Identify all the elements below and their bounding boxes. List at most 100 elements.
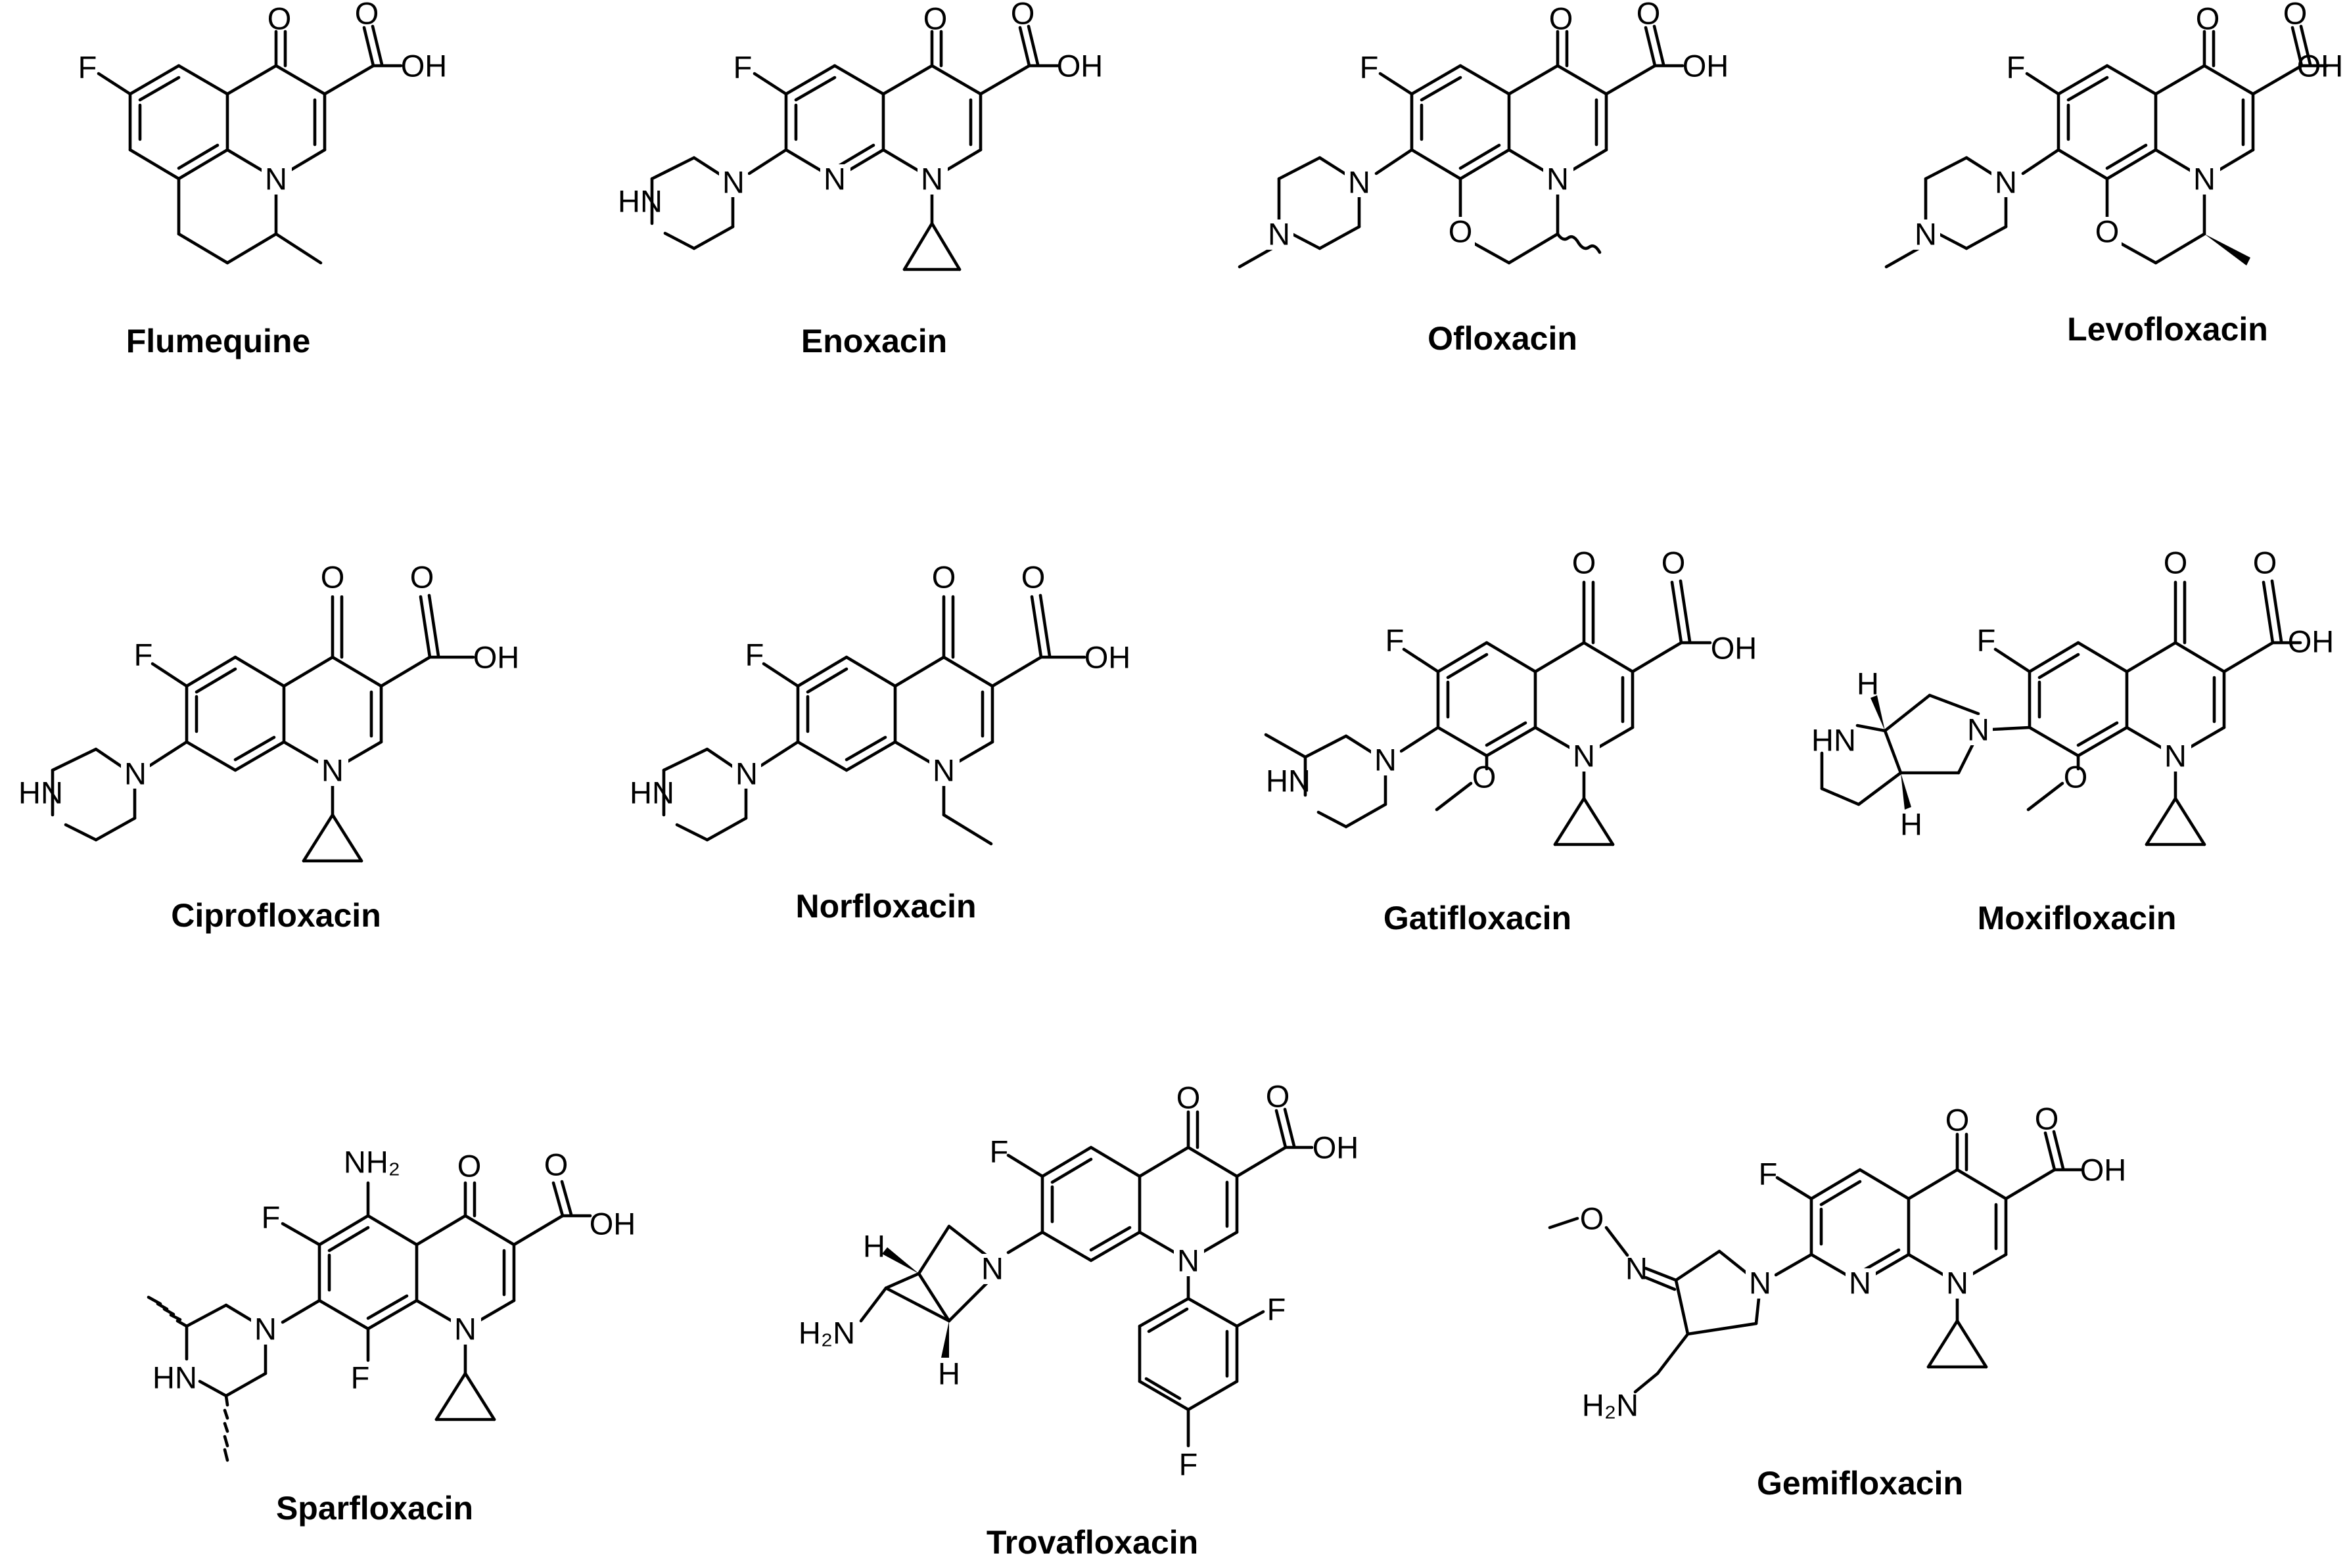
atom-label: H₂N <box>1582 1388 1638 1423</box>
atom-label: N <box>1967 712 1989 747</box>
atom-label: N <box>2164 739 2187 773</box>
molecule-gemifloxacin: N N N N O H₂N F O O OH Gemifloxacin <box>1548 1101 2127 1502</box>
atom-label: F <box>1267 1292 1286 1327</box>
atom-label: O <box>1580 1201 1604 1236</box>
atom-label: N <box>265 162 287 196</box>
atom-label: N <box>824 162 846 196</box>
atom-label: OH <box>2297 49 2344 83</box>
molecule-name: Ofloxacin <box>1428 320 1577 357</box>
atom-label: O <box>1637 0 1661 31</box>
atom-label: O <box>2064 760 2088 795</box>
molecule-name: Levofloxacin <box>2067 311 2268 348</box>
atom-label: N <box>1268 217 1290 252</box>
atom-label: O <box>355 0 379 31</box>
atom-label: H <box>1857 666 1879 701</box>
atom-label: O <box>2253 545 2277 580</box>
molecule-ciprofloxacin: O O OH F N N HN Ciprofloxacin <box>18 560 519 934</box>
atom-label: HN <box>152 1360 197 1395</box>
molecule-name: Flumequine <box>126 323 311 359</box>
atom-label: N <box>124 756 147 791</box>
atom-label: N <box>921 162 943 196</box>
atom-label: N <box>1849 1266 1871 1301</box>
atom-label: F <box>2007 50 2026 85</box>
atom-label: O <box>923 1 948 36</box>
atom-label: N <box>1177 1243 1199 1278</box>
molecule-name: Norfloxacin <box>795 888 976 925</box>
molecule-name: Ciprofloxacin <box>171 897 381 934</box>
atom-label: F <box>745 637 764 672</box>
atom-label: N <box>1946 1266 1968 1301</box>
atom-label: N <box>1546 162 1569 196</box>
atom-label: F <box>1179 1447 1198 1482</box>
atom-label: O <box>1176 1080 1201 1115</box>
atom-label: F <box>990 1134 1009 1169</box>
atom-label: N <box>321 753 344 788</box>
molecule-enoxacin: N N N HN O O OH F Enoxacin <box>618 0 1103 359</box>
atom-label: N <box>981 1251 1004 1286</box>
molecule-sparfloxacin: N N HN NH₂ F F O O OH Sparfloxacin <box>147 1145 636 1527</box>
atom-label: O <box>321 560 345 595</box>
atom-label: O <box>932 560 956 595</box>
atom-label: O <box>1021 560 1046 595</box>
atom-label: H₂N <box>799 1316 855 1350</box>
atom-label: F <box>733 50 753 85</box>
atom-label: N <box>1625 1251 1648 1286</box>
atom-label: N <box>1995 165 2017 200</box>
atom-label: HN <box>1811 723 1856 758</box>
atom-label: F <box>1977 623 1996 658</box>
atom-label: OH <box>1683 49 1729 83</box>
structure-gatifloxacin: N N HN O O O OH F <box>1264 545 1757 846</box>
atom-label: H <box>863 1229 885 1264</box>
atom-label: O <box>267 1 292 36</box>
atom-label: OH <box>590 1207 636 1241</box>
atom-label: O <box>2283 0 2308 31</box>
atom-label: O <box>2095 214 2120 249</box>
structure-trovafloxacin: N N H H H₂N F F F O O OH <box>799 1079 1359 1482</box>
atom-label: N <box>1749 1266 1771 1301</box>
atom-label: OH <box>1711 631 1757 666</box>
atom-label: OH <box>2288 624 2335 659</box>
structure-ofloxacin: N O N N O O OH F <box>1238 0 1729 269</box>
atom-label: OH <box>473 640 520 675</box>
atom-label: H <box>938 1356 960 1391</box>
atom-label: O <box>2196 1 2220 36</box>
atom-label: O <box>1661 545 1686 580</box>
atom-label: O <box>1549 1 1573 36</box>
molecule-flumequine: N O O OH F Flumequine <box>78 0 448 359</box>
atom-label: O <box>1449 214 1473 249</box>
molecule-trovafloxacin: N N H H H₂N F F F O O OH Trovafloxacin <box>799 1079 1359 1561</box>
atom-label: OH <box>1084 640 1131 675</box>
atom-label: OH <box>2080 1153 2127 1188</box>
atom-label: N <box>933 753 955 788</box>
atom-label: N <box>1348 165 1370 200</box>
atom-label: F <box>1385 623 1405 658</box>
atom-label: N <box>735 756 758 791</box>
atom-label: O <box>1472 760 1497 795</box>
atom-label: NH₂ <box>344 1145 400 1180</box>
molecule-name: Moxifloxacin <box>1978 900 2177 936</box>
structure-moxifloxacin: N N HN H H O O O OH F <box>1811 545 2335 846</box>
atom-label: N <box>722 165 745 200</box>
structure-levofloxacin: N O N N O O OH F <box>1884 0 2344 269</box>
atom-label: HN <box>618 184 662 219</box>
structure-norfloxacin: N N HN O O OH F <box>630 560 1131 846</box>
atom-label: N <box>2193 162 2216 196</box>
molecule-name: Gemifloxacin <box>1757 1465 1963 1502</box>
atom-label: H <box>1900 807 1922 842</box>
atom-label: OH <box>1313 1130 1359 1165</box>
atom-label: O <box>544 1147 569 1182</box>
molecule-name: Trovafloxacin <box>987 1524 1198 1561</box>
atom-label: HN <box>18 775 63 810</box>
atom-label: O <box>2035 1101 2059 1136</box>
atom-label: F <box>1360 50 1379 85</box>
molecule-name: Sparfloxacin <box>276 1490 473 1527</box>
structure-ciprofloxacin: O O OH F N N HN <box>18 560 520 863</box>
molecule-norfloxacin: N N HN O O OH F Norfloxacin <box>630 560 1130 925</box>
atom-label: N <box>1374 743 1397 777</box>
atom-label: F <box>351 1360 370 1395</box>
atom-label: O <box>1266 1079 1290 1114</box>
atom-label: O <box>2164 545 2188 580</box>
structure-enoxacin: N N N HN O O OH F <box>618 0 1103 271</box>
atom-label: N <box>254 1312 277 1347</box>
